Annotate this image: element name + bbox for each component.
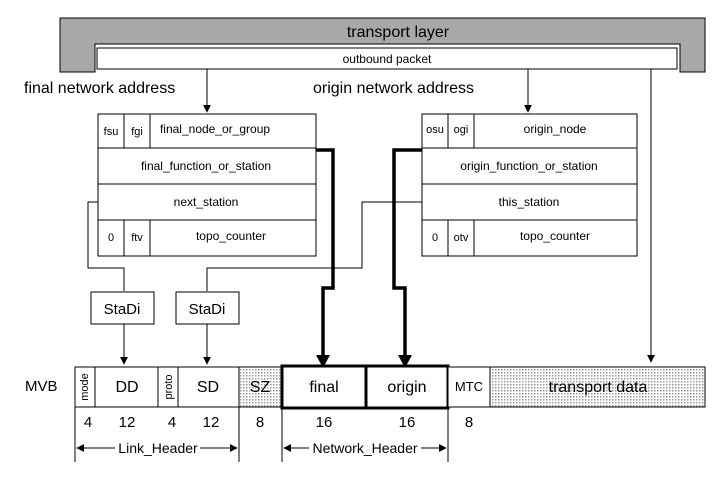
fsu-field: fsu: [104, 126, 119, 138]
osu-field: osu: [426, 124, 444, 136]
bits-dd: 12: [119, 414, 136, 431]
origin-zero-field: 0: [432, 232, 438, 244]
network-header-label: Network_Header: [312, 440, 417, 456]
ogi-field: ogi: [454, 124, 469, 136]
final-node-field: final_node_or_group: [160, 122, 270, 136]
final-topo-counter-field: topo_counter: [196, 229, 266, 243]
origin-function-field: origin_function_or_station: [460, 159, 597, 173]
this-station-connector: [206, 201, 422, 291]
outbound-packet-box: [96, 47, 678, 70]
stadi-label-left: StaDi: [104, 301, 141, 318]
bits-sz: 8: [256, 414, 264, 431]
transport-layer-box: [59, 17, 706, 73]
transport-layer-title: transport layer: [347, 24, 450, 41]
bits-sd: 12: [203, 414, 220, 431]
final-network-address-title: final network address: [24, 80, 175, 97]
otv-field: otv: [454, 232, 469, 244]
final-function-field: final_function_or_station: [141, 159, 271, 173]
outbound-packet-label: outbound packet: [343, 52, 432, 66]
origin-topo-counter-field: topo_counter: [520, 229, 590, 243]
final-zero-field: 0: [108, 232, 114, 244]
ftv-field: ftv: [131, 232, 143, 244]
mtc-field: MTC: [455, 379, 483, 394]
bits-final: 16: [316, 414, 333, 431]
final-path-line: [316, 148, 335, 365]
origin-address-table: osu ogi origin_node origin_function_or_s…: [421, 113, 638, 257]
stadi-label-right: StaDi: [189, 301, 226, 318]
this-station-field: this_station: [499, 195, 560, 209]
final-address-table: fsu fgi final_node_or_group final_functi…: [97, 113, 317, 257]
final-path-arrowhead: [316, 355, 330, 368]
bits-origin: 16: [399, 414, 416, 431]
mode-field: mode: [79, 373, 91, 401]
sz-field: SZ: [250, 379, 271, 396]
stadi-box-left: [90, 291, 155, 325]
next-station-connector: [87, 201, 125, 291]
bits-mtc: 8: [465, 414, 473, 431]
fgi-field: fgi: [131, 126, 143, 138]
link-header-label: Link_Header: [118, 440, 198, 456]
dd-field: DD: [115, 379, 138, 396]
origin-network-address-title: origin network address: [313, 80, 474, 97]
final-field: final: [309, 379, 338, 396]
transport-data-field: transport data: [549, 379, 648, 396]
origin-field: origin: [387, 379, 426, 396]
origin-node-field: origin_node: [524, 122, 587, 136]
origin-path-arrowhead: [398, 355, 412, 368]
proto-field: proto: [163, 374, 175, 399]
bits-mode: 4: [84, 414, 92, 431]
mvb-label: MVB: [25, 378, 58, 395]
bits-proto: 4: [168, 414, 176, 431]
next-station-field: next_station: [174, 195, 239, 209]
mvb-frame: [74, 364, 706, 410]
origin-path-line: [392, 148, 422, 365]
sd-field: SD: [197, 379, 219, 396]
